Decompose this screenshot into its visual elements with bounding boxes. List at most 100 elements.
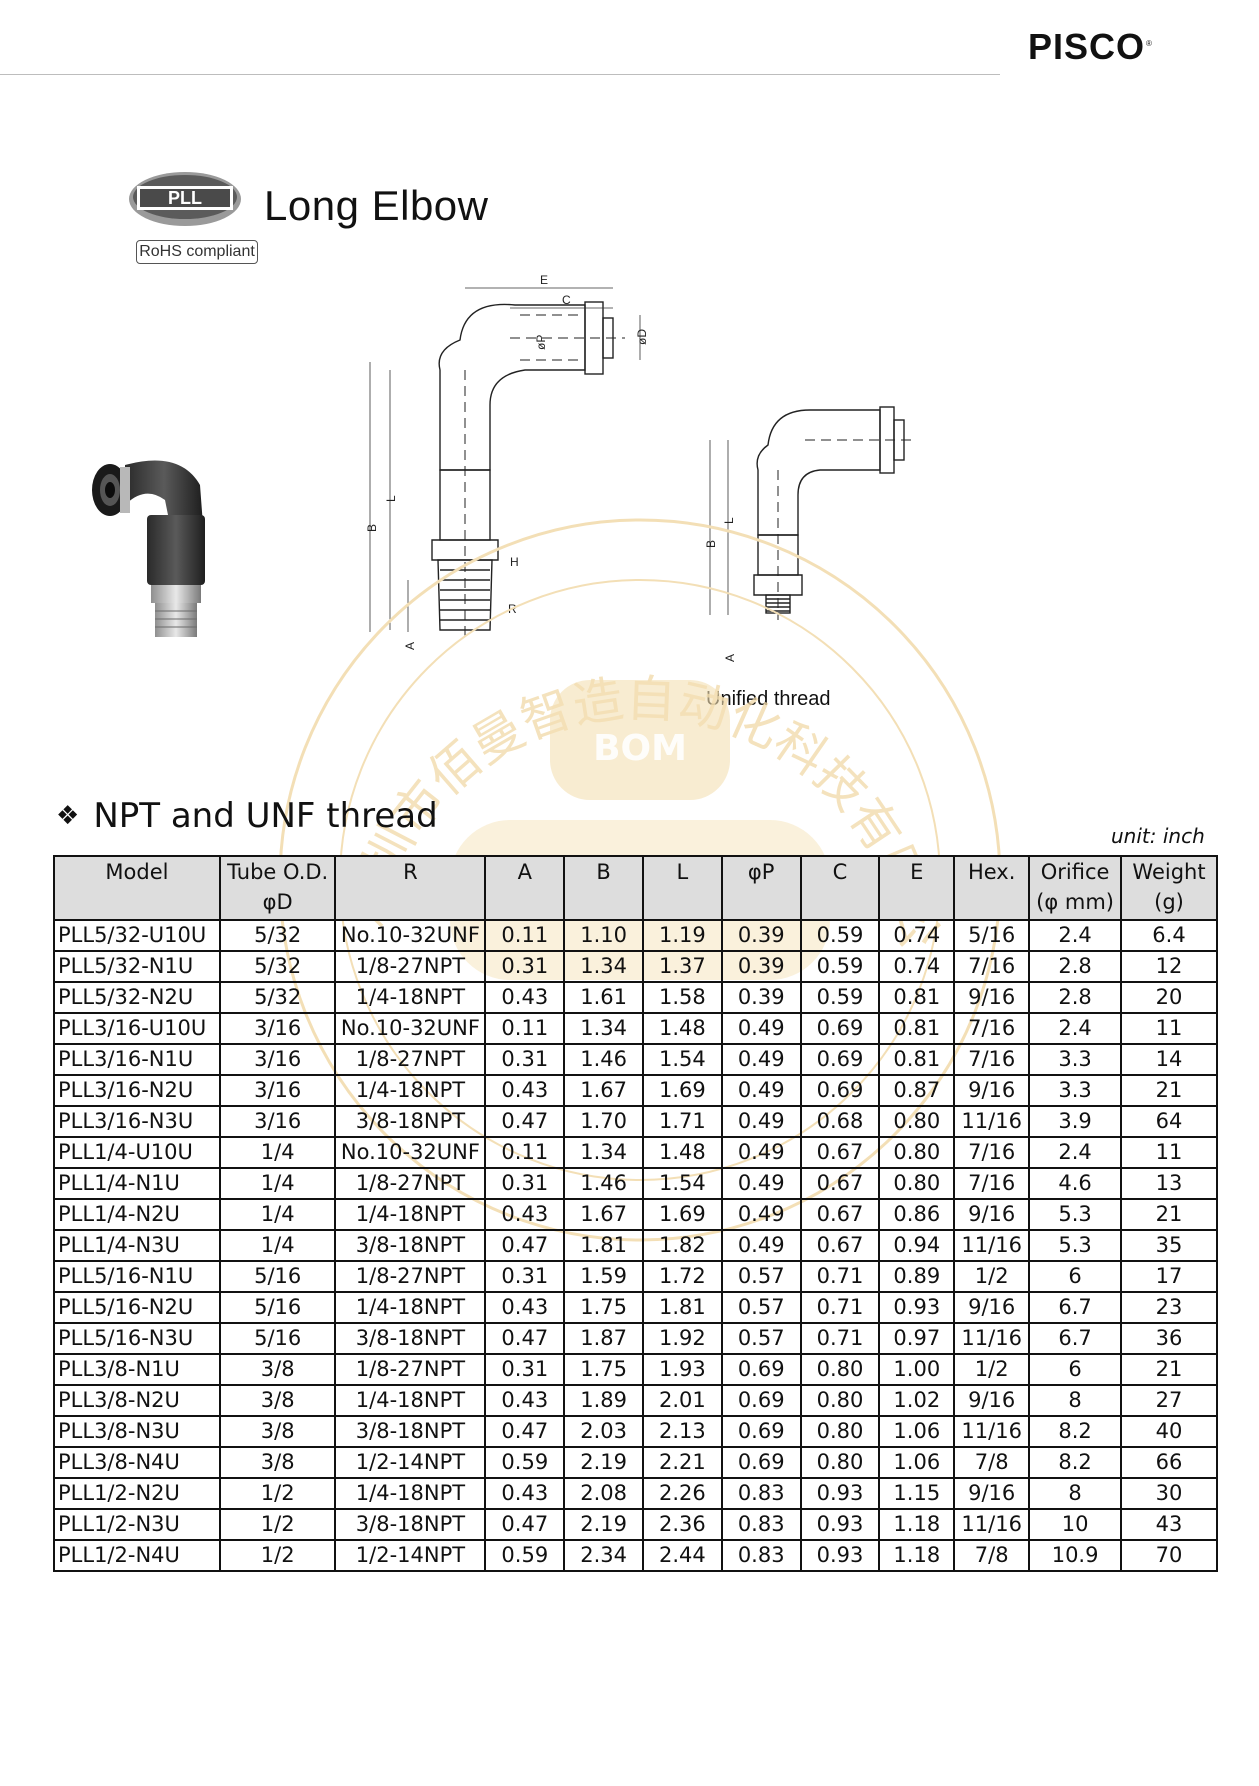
table-cell: 0.49 bbox=[720, 1105, 802, 1138]
table-cell: 0.93 bbox=[799, 1508, 881, 1541]
table-cell: 0.57 bbox=[720, 1322, 802, 1355]
dimension-drawing-npt: E C øP øD L B H R A bbox=[365, 273, 649, 650]
table-cell: 9/16 bbox=[953, 981, 1031, 1014]
table-cell: 2.4 bbox=[1028, 1012, 1123, 1045]
table-cell: 1/4-18NPT bbox=[334, 1291, 487, 1324]
table-cell: 0.67 bbox=[799, 1229, 881, 1262]
table-cell: 1/4 bbox=[218, 1167, 337, 1200]
table-cell: 0.69 bbox=[799, 1043, 881, 1076]
unit-label: unit: inch bbox=[1111, 824, 1205, 848]
table-cell: 3/8 bbox=[218, 1415, 337, 1448]
table-cell: 11/16 bbox=[953, 1508, 1031, 1541]
unf-dim-label-b: B bbox=[704, 540, 718, 548]
table-cell: 0.43 bbox=[484, 1384, 566, 1417]
table-cell: 0.49 bbox=[720, 1136, 802, 1169]
table-cell: 0.87 bbox=[878, 1074, 956, 1107]
table-cell: 1.18 bbox=[878, 1508, 956, 1541]
table-cell: 0.49 bbox=[720, 1229, 802, 1262]
table-cell: 1/8-27NPT bbox=[334, 1260, 487, 1293]
table-cell: 11/16 bbox=[953, 1229, 1031, 1262]
table-cell: 1.71 bbox=[642, 1105, 723, 1138]
model-cell: PLL3/8-N3U bbox=[53, 1415, 221, 1448]
table-cell: 11 bbox=[1120, 1012, 1218, 1045]
table-cell: 36 bbox=[1120, 1322, 1218, 1355]
table-cell: 0.57 bbox=[720, 1291, 802, 1324]
table-cell: 1.69 bbox=[642, 1074, 723, 1107]
table-cell: 0.39 bbox=[720, 919, 802, 952]
table-cell: 1.06 bbox=[878, 1446, 956, 1479]
table-cell: 1/2-14NPT bbox=[334, 1539, 487, 1572]
column-header: E bbox=[878, 855, 956, 921]
table-cell: 2.4 bbox=[1028, 919, 1123, 952]
table-cell: 0.67 bbox=[799, 1167, 881, 1200]
table-cell: 0.31 bbox=[484, 1043, 566, 1076]
table-cell: 0.81 bbox=[878, 1012, 956, 1045]
column-header: A bbox=[484, 855, 566, 921]
table-cell: 3.3 bbox=[1028, 1074, 1123, 1107]
table-cell: 3/16 bbox=[218, 1043, 337, 1076]
table-cell: 0.86 bbox=[878, 1198, 956, 1231]
table-cell: 0.71 bbox=[799, 1260, 881, 1293]
table-cell: 1/4 bbox=[218, 1136, 337, 1169]
model-cell: PLL3/8-N2U bbox=[53, 1384, 221, 1417]
table-cell: 0.59 bbox=[799, 919, 881, 952]
table-cell: 9/16 bbox=[953, 1291, 1031, 1324]
pll-badge-label: PLL bbox=[168, 188, 202, 208]
table-cell: 1.59 bbox=[563, 1260, 644, 1293]
table-cell: 1.15 bbox=[878, 1477, 956, 1510]
brand-logo: PISCO® bbox=[1028, 26, 1153, 67]
model-cell: PLL5/16-N2U bbox=[53, 1291, 221, 1324]
table-cell: 0.43 bbox=[484, 1198, 566, 1231]
table-cell: 0.68 bbox=[799, 1105, 881, 1138]
diamond-bullet-icon: ❖ bbox=[56, 801, 80, 831]
table-cell: 1/4 bbox=[218, 1229, 337, 1262]
table-cell: 0.49 bbox=[720, 1074, 802, 1107]
table-cell: 0.89 bbox=[878, 1260, 956, 1293]
model-cell: PLL3/16-N3U bbox=[53, 1105, 221, 1138]
model-cell: PLL1/4-N1U bbox=[53, 1167, 221, 1200]
table-cell: 0.49 bbox=[720, 1012, 802, 1045]
table-cell: 3/8-18NPT bbox=[334, 1322, 487, 1355]
column-header: B bbox=[563, 855, 644, 921]
column-header: Orifice(φ mm) bbox=[1028, 855, 1123, 921]
table-cell: 1/4-18NPT bbox=[334, 1074, 487, 1107]
table-cell: 70 bbox=[1120, 1539, 1218, 1572]
table-cell: 0.71 bbox=[799, 1322, 881, 1355]
table-cell: 8.2 bbox=[1028, 1415, 1123, 1448]
model-cell: PLL5/32-N2U bbox=[53, 981, 221, 1014]
table-cell: 9/16 bbox=[953, 1074, 1031, 1107]
model-cell: PLL1/2-N2U bbox=[53, 1477, 221, 1510]
table-cell: 5/32 bbox=[218, 981, 337, 1014]
table-cell: 1.69 bbox=[642, 1198, 723, 1231]
table-cell: 0.31 bbox=[484, 1167, 566, 1200]
table-cell: 9/16 bbox=[953, 1384, 1031, 1417]
table-cell: 0.74 bbox=[878, 950, 956, 983]
table-cell: 1/4 bbox=[218, 1198, 337, 1231]
table-cell: 6 bbox=[1028, 1260, 1123, 1293]
table-cell: 1.34 bbox=[563, 1136, 644, 1169]
table-cell: 2.8 bbox=[1028, 950, 1123, 983]
table-cell: 1.34 bbox=[563, 950, 644, 983]
table-cell: 1/8-27NPT bbox=[334, 1043, 487, 1076]
table-cell: 1/4-18NPT bbox=[334, 1477, 487, 1510]
table-cell: 21 bbox=[1120, 1198, 1218, 1231]
table-cell: No.10-32UNF bbox=[334, 1136, 487, 1169]
dim-label-p: øP bbox=[534, 335, 548, 350]
table-cell: 7/16 bbox=[953, 1136, 1031, 1169]
table-cell: 0.59 bbox=[484, 1539, 566, 1572]
table-cell: 12 bbox=[1120, 950, 1218, 983]
table-cell: 1.93 bbox=[642, 1353, 723, 1386]
table-cell: 7/16 bbox=[953, 1167, 1031, 1200]
table-cell: 5/32 bbox=[218, 919, 337, 952]
table-cell: 11 bbox=[1120, 1136, 1218, 1169]
dim-label-e: E bbox=[540, 273, 548, 287]
table-cell: 1.75 bbox=[563, 1291, 644, 1324]
dim-label-a: A bbox=[403, 642, 417, 650]
table-cell: 66 bbox=[1120, 1446, 1218, 1479]
